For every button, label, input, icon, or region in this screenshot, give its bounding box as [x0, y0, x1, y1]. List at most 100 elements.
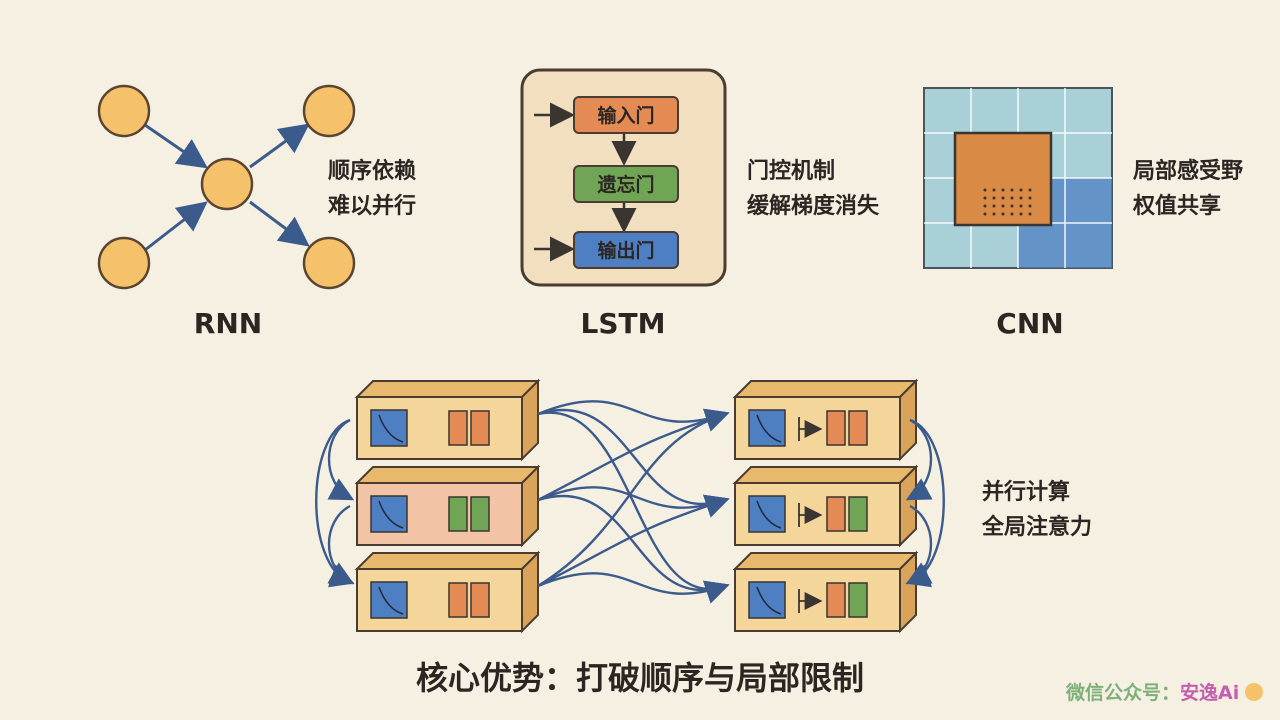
- cnn-dot: [1019, 196, 1023, 200]
- rnn-node: [97, 84, 151, 138]
- rnn-node: [302, 236, 356, 290]
- feature-bar: [448, 582, 468, 618]
- self-loop-link: [905, 418, 933, 501]
- left-layer-block: [354, 464, 541, 548]
- feature-bar: [470, 410, 490, 446]
- feature-bar: [848, 496, 868, 532]
- cnn-dot: [983, 204, 987, 208]
- lstm-label: LSTM: [581, 307, 666, 340]
- lstm-diagram: 输入门 遗忘门 输出门 LSTM 门控机制 缓解梯度消失: [520, 68, 880, 340]
- cnn-label: CNN: [996, 307, 1063, 340]
- self-loop-link: [327, 504, 355, 585]
- attention-link: [537, 572, 730, 604]
- attention-link: [537, 408, 730, 502]
- transformer-diagram: 并行计算 全局注意力 核心优势：打破顺序与局部限制: [315, 378, 1092, 697]
- svg-text:微信公众号：安逸Ai: 微信公众号：安逸Ai: [1065, 681, 1239, 704]
- rnn-desc-line2: 难以并行: [327, 193, 416, 219]
- self-loop-link: [327, 418, 355, 501]
- rnn-diagram: RNN 顺序依赖 难以并行: [97, 84, 416, 340]
- bottom-title: 核心优势：打破顺序与局部限制: [416, 659, 864, 697]
- cnn-dot: [983, 212, 987, 216]
- cnn-dot: [1010, 212, 1014, 216]
- input-gate: [573, 96, 679, 134]
- rnn-node: [97, 236, 151, 290]
- feature-bar: [826, 582, 846, 618]
- feature-bar: [448, 410, 468, 446]
- lstm-desc-line1: 门控机制: [747, 158, 835, 184]
- cnn-dot: [1010, 204, 1014, 208]
- rnn-label: RNN: [194, 307, 262, 340]
- cnn-dot: [1019, 188, 1023, 192]
- cnn-dot: [992, 204, 996, 208]
- rnn-desc-line1: 顺序依赖: [328, 158, 416, 184]
- transformer-desc-line1: 并行计算: [982, 479, 1070, 505]
- cnn-dot: [983, 188, 987, 192]
- attention-map: [370, 581, 408, 619]
- cnn-dot: [992, 188, 996, 192]
- rnn-edge: [144, 123, 208, 169]
- cnn-dot: [1001, 196, 1005, 200]
- attention-link: [537, 411, 730, 604]
- output-gate-label: 输出门: [597, 239, 654, 262]
- cnn-dot: [992, 212, 996, 216]
- forget-gate-label: 遗忘门: [596, 173, 654, 196]
- attention-map: [370, 409, 408, 447]
- lstm-desc-line2: 缓解梯度消失: [747, 193, 880, 219]
- right-layer-block: [732, 464, 919, 548]
- feature-bar: [848, 582, 868, 618]
- cnn-desc-line2: 权值共享: [1132, 193, 1221, 219]
- feature-bar: [848, 410, 868, 446]
- cnn-kernel: [953, 131, 1053, 227]
- cnn-dot: [1028, 204, 1032, 208]
- cnn-dot: [1028, 212, 1032, 216]
- attention-link: [537, 408, 730, 588]
- rnn-edge: [249, 123, 310, 169]
- rnn-node: [200, 157, 254, 211]
- watermark-name: 安逸Ai: [1180, 681, 1239, 704]
- attention-link: [537, 494, 730, 588]
- cnn-diagram: CNN 局部感受野 权值共享: [923, 87, 1243, 340]
- cnn-dot: [992, 196, 996, 200]
- watermark-emoji-icon: [1245, 683, 1263, 701]
- cnn-dot: [1028, 188, 1032, 192]
- feature-bar: [448, 496, 468, 532]
- cnn-dot: [1028, 196, 1032, 200]
- input-gate-label: 输入门: [597, 104, 654, 127]
- attention-map: [748, 581, 786, 619]
- watermark: 微信公众号：安逸Ai: [1065, 681, 1263, 704]
- rnn-edge: [249, 200, 310, 247]
- right-layer-block: [732, 550, 919, 634]
- cnn-dot: [1001, 212, 1005, 216]
- watermark-prefix: 微信公众号：: [1065, 681, 1180, 704]
- attention-map: [748, 495, 786, 533]
- cnn-dot: [1001, 204, 1005, 208]
- attention-map: [370, 495, 408, 533]
- attention-map: [748, 409, 786, 447]
- transformer-desc-line2: 全局注意力: [981, 514, 1092, 540]
- cnn-dot: [1019, 212, 1023, 216]
- self-loop-link: [315, 418, 355, 588]
- feature-bar: [826, 496, 846, 532]
- rnn-edge: [144, 201, 208, 252]
- attention-link: [537, 408, 730, 518]
- cnn-dot: [1010, 196, 1014, 200]
- cnn-desc-line1: 局部感受野: [1133, 158, 1243, 184]
- feature-bar: [470, 496, 490, 532]
- cnn-dot: [1001, 188, 1005, 192]
- left-layer-block: [354, 378, 541, 462]
- attention-link: [537, 400, 730, 432]
- feature-bar: [826, 410, 846, 446]
- forget-gate: [573, 165, 679, 203]
- left-layer-block: [354, 550, 541, 634]
- right-layer-block: [732, 378, 919, 462]
- cnn-dot: [983, 196, 987, 200]
- cnn-dot: [1010, 188, 1014, 192]
- attention-link: [537, 486, 730, 518]
- cnn-dot: [1019, 204, 1023, 208]
- cnn-kernel-dots: [983, 188, 1032, 216]
- rnn-node: [302, 84, 356, 138]
- self-loop-link: [905, 418, 945, 588]
- attention-link: [537, 494, 730, 604]
- output-gate: [573, 231, 679, 269]
